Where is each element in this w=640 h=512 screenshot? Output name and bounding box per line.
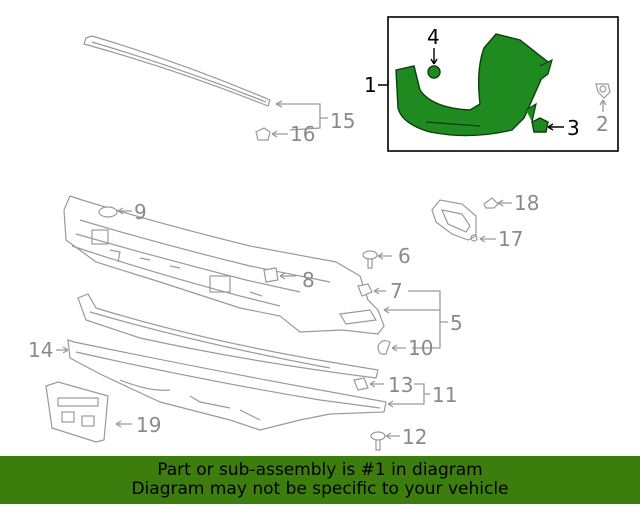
callout-12[interactable]: 12 — [402, 425, 427, 449]
callout-10[interactable]: 10 — [408, 336, 433, 360]
callout-11[interactable]: 11 — [432, 383, 457, 407]
part-15-molding-strip[interactable] — [83, 35, 271, 107]
part-2-screw[interactable] — [595, 83, 611, 99]
callout-9[interactable]: 9 — [134, 200, 147, 224]
callout-15[interactable]: 15 — [330, 109, 355, 133]
leader-17 — [479, 235, 496, 243]
callout-4[interactable]: 4 — [427, 25, 440, 49]
leader-14 — [56, 346, 69, 354]
leader-10 — [391, 344, 406, 352]
part-12-bolt[interactable] — [370, 431, 386, 451]
part-10-clip[interactable] — [377, 340, 391, 355]
leader-15 — [275, 100, 328, 131]
part-1-bumper-cover-end[interactable] — [395, 33, 553, 137]
part-9-grommet[interactable] — [98, 206, 118, 218]
leader-18 — [497, 199, 512, 207]
notice-banner: Part or sub-assembly is #1 in diagram Di… — [0, 456, 640, 504]
part-3-bracket[interactable] — [531, 117, 549, 133]
part-16-clip[interactable] — [255, 127, 271, 141]
callout-7[interactable]: 7 — [390, 279, 403, 303]
callout-18[interactable]: 18 — [514, 191, 539, 215]
callout-16[interactable]: 16 — [290, 122, 315, 146]
leader-5 — [383, 290, 448, 349]
callout-5[interactable]: 5 — [450, 311, 463, 335]
part-18-clip[interactable] — [483, 197, 499, 209]
callout-8[interactable]: 8 — [302, 268, 315, 292]
banner-line-2: Diagram may not be specific to your vehi… — [131, 479, 509, 499]
lower-trim-strip — [77, 293, 379, 379]
callout-17[interactable]: 17 — [498, 227, 523, 251]
leader-3 — [547, 123, 564, 131]
leader-1 — [378, 80, 389, 86]
leader-19 — [115, 420, 132, 428]
part-7-clip[interactable] — [357, 283, 373, 297]
part-6-screw[interactable] — [362, 250, 378, 269]
callout-1[interactable]: 1 — [364, 73, 377, 97]
leader-8 — [279, 272, 296, 280]
leader-4 — [430, 48, 438, 65]
callout-13[interactable]: 13 — [388, 373, 413, 397]
part-19-plate-bracket[interactable] — [45, 381, 109, 443]
leader-16 — [271, 130, 288, 138]
leader-2 — [599, 99, 607, 112]
leader-13 — [369, 380, 384, 388]
part-13-clip[interactable] — [353, 377, 369, 391]
callout-3[interactable]: 3 — [567, 116, 580, 140]
leader-9 — [117, 207, 132, 215]
callout-14[interactable]: 14 — [28, 338, 53, 362]
part-8-clip[interactable] — [263, 267, 279, 283]
callout-19[interactable]: 19 — [136, 413, 161, 437]
leader-11 — [387, 383, 430, 408]
part-17-bezel[interactable] — [431, 199, 478, 242]
leader-7 — [373, 287, 386, 295]
leader-12 — [385, 432, 400, 440]
callout-6[interactable]: 6 — [398, 244, 411, 268]
parts-diagram: 15 16 1 4 3 2 — [28, 16, 619, 451]
banner-line-1: Part or sub-assembly is #1 in diagram — [157, 460, 483, 480]
lower-grille-assembly — [63, 195, 385, 335]
part-14-valance[interactable] — [67, 339, 387, 431]
leader-6 — [377, 252, 392, 260]
part-4-nut[interactable] — [427, 65, 441, 79]
callout-2[interactable]: 2 — [596, 112, 609, 136]
